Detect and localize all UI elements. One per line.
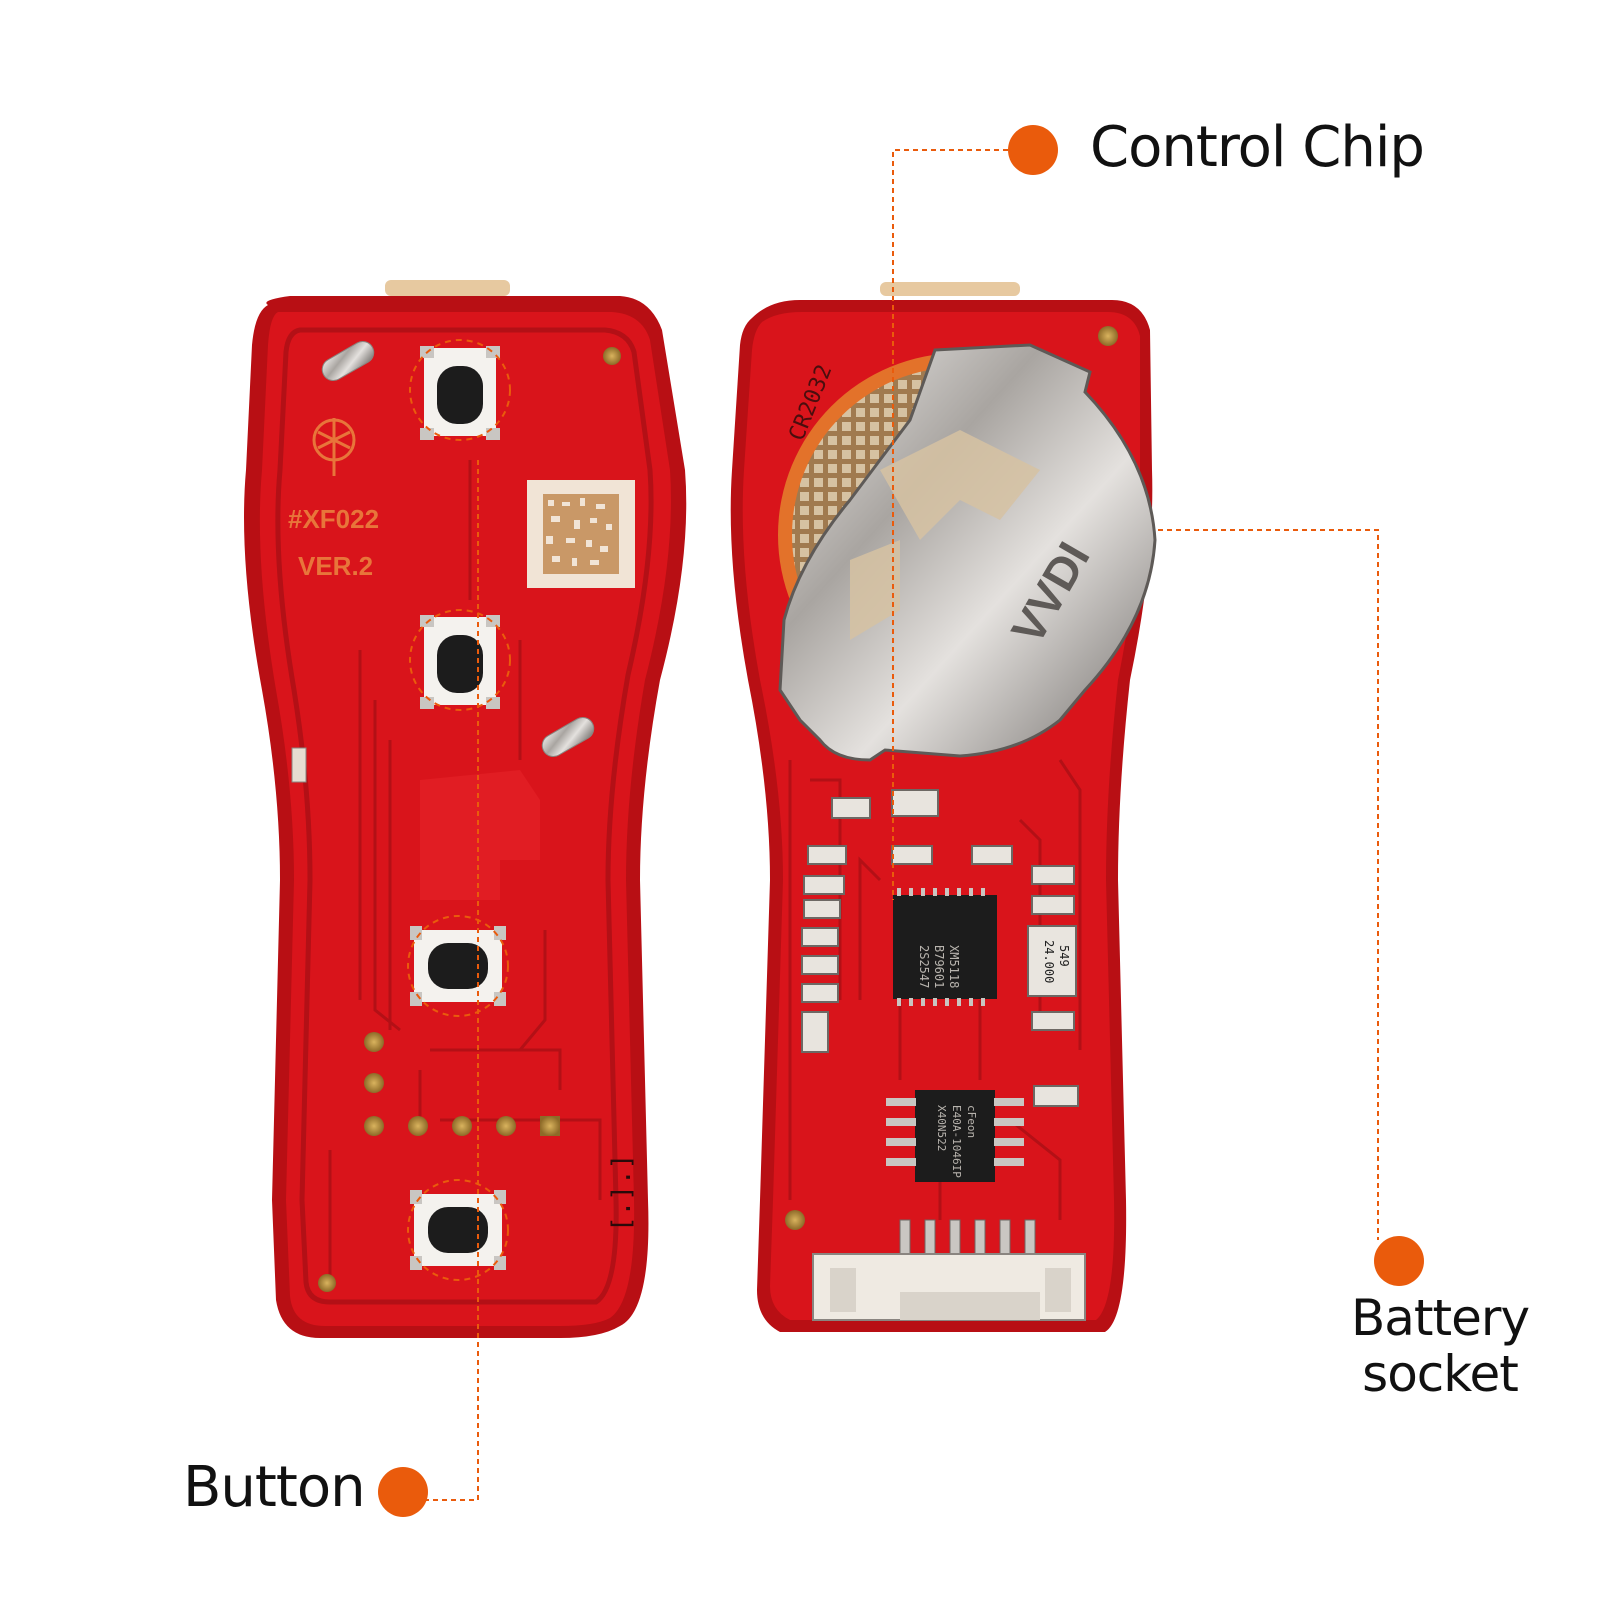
battery-socket-label: Battery socket	[1330, 1290, 1550, 1402]
button-marker-dot	[378, 1467, 428, 1517]
control-chip-leader	[892, 149, 1008, 900]
svg-text:549: 549	[1057, 945, 1071, 967]
battery-socket-label-line1: Battery	[1350, 1289, 1530, 1347]
datamatrix-label	[527, 480, 635, 588]
svg-text:XM5118: XM5118	[947, 945, 961, 988]
battery-socket-leader	[1158, 529, 1379, 1240]
tactile-button-4	[410, 1190, 506, 1270]
right-pcb-board: CR2032 VVDI	[730, 282, 1157, 1332]
svg-text:24.000: 24.000	[1042, 940, 1056, 983]
svg-text:B79601: B79601	[932, 945, 946, 988]
svg-text:2S2547: 2S2547	[917, 945, 931, 988]
crystal-oscillator: 24.000 549	[1027, 925, 1077, 997]
button-leader	[426, 460, 479, 1501]
tactile-button-3	[410, 926, 506, 1006]
control-chip-label: Control Chip	[1090, 115, 1425, 180]
test-pads	[318, 347, 621, 1292]
antenna-pins	[321, 341, 595, 757]
eeprom-chip: cFeon E40A-1046IP X40N522	[886, 1090, 1024, 1182]
svg-text:cFeon: cFeon	[965, 1105, 978, 1138]
button-label: Button	[183, 1455, 366, 1520]
part-number-marking: #XF022	[288, 504, 379, 534]
control-chip-marker-dot	[1008, 125, 1058, 175]
battery-holder-clip: VVDI	[778, 343, 1157, 762]
left-pcb-board: #XF022 VER.2	[244, 280, 687, 1338]
brand-logo	[312, 418, 356, 476]
button-highlight-circles	[407, 339, 511, 1281]
smd-components	[801, 789, 1079, 1107]
svg-text:[.].]: [.].]	[607, 1154, 637, 1232]
svg-text:E40A-1046IP: E40A-1046IP	[950, 1105, 963, 1178]
tactile-button-2	[420, 615, 500, 709]
tactile-button-1	[420, 346, 500, 440]
callout-lines	[426, 149, 1379, 1501]
battery-socket-label-line2: socket	[1362, 1345, 1519, 1403]
control-chip: XM5118 B79601 2S2547	[893, 888, 997, 1006]
pin-connector	[812, 1219, 1086, 1321]
battery-socket-marker-dot	[1374, 1236, 1424, 1286]
version-marking: VER.2	[298, 551, 373, 581]
svg-text:X40N522: X40N522	[935, 1105, 948, 1151]
